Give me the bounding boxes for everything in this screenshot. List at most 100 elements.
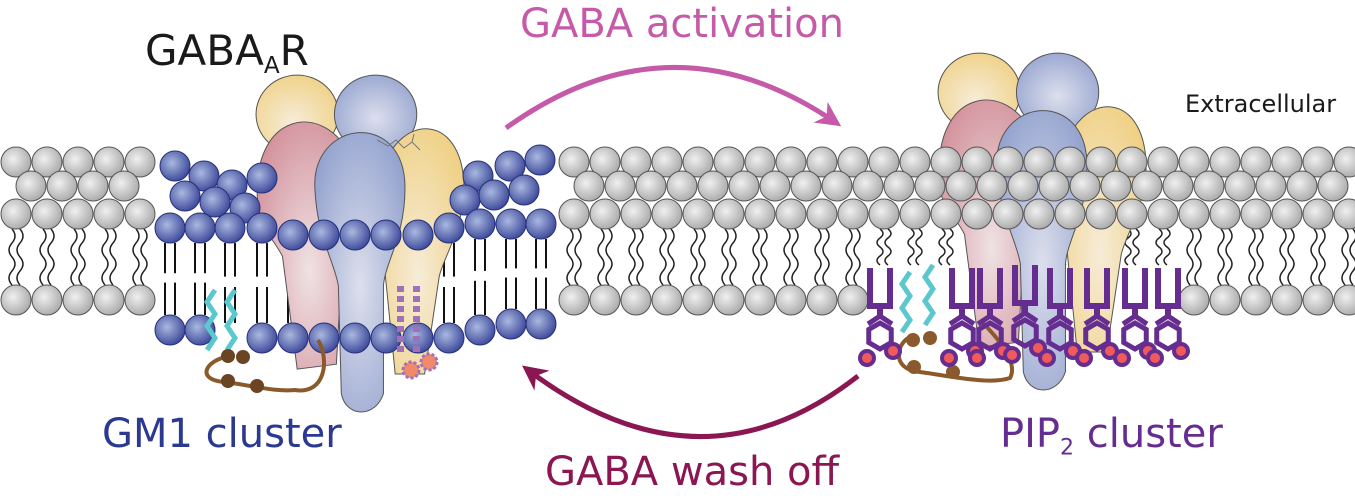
receptor-label-main: GABA	[145, 26, 264, 75]
lipid-headgroup	[1271, 198, 1303, 230]
gm1-headgroup	[246, 162, 278, 194]
lipid-headgroup	[1069, 170, 1101, 202]
palmitoyl-chain	[203, 288, 219, 352]
lipid-tail	[938, 228, 946, 266]
gm1-headgroup	[214, 212, 246, 244]
washoff-arrow	[522, 365, 860, 439]
lipid-headgroup	[713, 284, 745, 316]
lipid-headgroup	[1116, 146, 1148, 178]
gm1-headgroup	[370, 219, 402, 251]
lipid-headgroup	[806, 146, 838, 178]
lipid-headgroup	[124, 146, 156, 178]
lipid-tail	[1349, 228, 1355, 286]
lipid-headgroup	[1224, 170, 1256, 202]
lipid-headgroup	[868, 198, 900, 230]
gm1-headgroup	[339, 322, 371, 354]
receptor-resting	[376, 133, 421, 151]
lipid-headgroup	[31, 146, 63, 178]
phosphate-icon	[1113, 349, 1131, 367]
lipid-headgroup	[620, 146, 652, 178]
lipid-headgroup	[976, 170, 1008, 202]
inositol-ring	[866, 320, 894, 352]
lipid-headgroup	[930, 198, 962, 230]
lipid-tail	[853, 228, 861, 286]
lipid-headgroup	[1038, 170, 1070, 202]
gm1-headgroup	[184, 212, 216, 244]
lipid-tail	[752, 228, 760, 286]
pip2-linker	[1154, 312, 1182, 327]
lipid-headgroup	[93, 284, 125, 316]
gm1-headgroup	[246, 322, 278, 354]
gm1-headgroup	[246, 212, 278, 244]
lipid-headgroup	[821, 170, 853, 202]
lipid-headgroup	[589, 284, 621, 316]
lipid-headgroup	[697, 170, 729, 202]
gm1-headgroup	[433, 212, 465, 244]
gm1-headgroup	[277, 322, 309, 354]
lipid-headgroup	[1271, 284, 1303, 316]
lipid-tail	[78, 228, 86, 286]
purple-marker	[413, 306, 420, 312]
lipid-headgroup	[1085, 146, 1117, 178]
lipid-tail	[605, 228, 613, 286]
lipid-headgroup	[930, 146, 962, 178]
pip2-linker	[1083, 312, 1111, 327]
lipid-headgroup	[1240, 198, 1272, 230]
lipid-headgroup	[1209, 284, 1241, 316]
lipid-tail	[659, 228, 667, 286]
lipid-headgroup	[837, 198, 869, 230]
lipid-headgroup	[1286, 170, 1318, 202]
pip2-molecule	[968, 268, 1012, 367]
pip2-molecule	[1038, 268, 1082, 367]
gm1-headgroup	[494, 150, 526, 182]
lipid-headgroup	[775, 198, 807, 230]
lipid-tail	[760, 228, 768, 286]
extracellular-label: Extracellular	[1185, 90, 1337, 118]
lipid-tail	[70, 228, 78, 286]
inositol-ring	[1083, 320, 1111, 352]
lipid-headgroup	[46, 170, 78, 202]
purple-marker	[397, 286, 404, 292]
lipid-headgroup	[744, 284, 776, 316]
lipid-tail	[721, 228, 729, 286]
purple-marker	[413, 296, 420, 302]
lipid-headgroup	[1255, 170, 1287, 202]
lipid-tail	[1155, 228, 1163, 266]
lipid-headgroup	[744, 146, 776, 178]
pip2-molecule	[858, 268, 902, 367]
pip2-intracellular-components	[858, 263, 1190, 383]
pip2-molecule	[1075, 268, 1119, 367]
gm1-intracellular-components	[203, 286, 439, 393]
pip2-label-subscript: 2	[1060, 435, 1075, 461]
pip2-linker	[1046, 312, 1074, 327]
lipid-headgroup	[1333, 284, 1355, 316]
linker-bead	[906, 333, 920, 347]
pip2-tail	[867, 268, 893, 309]
phosphate-icon	[1003, 346, 1021, 364]
lipid-headgroup	[713, 198, 745, 230]
receptor-label-tail: R	[279, 26, 309, 75]
lipid-headgroup	[713, 146, 745, 178]
lipid-headgroup	[759, 170, 791, 202]
lipid-headgroup	[1302, 146, 1334, 178]
lipid-tail	[566, 228, 574, 286]
gm1-headgroup	[308, 219, 340, 251]
phosphate-icon	[1172, 342, 1190, 360]
lipid-headgroup	[728, 170, 760, 202]
lipid-headgroup	[77, 170, 109, 202]
inositol-ring	[1121, 320, 1149, 352]
pip2-tail	[949, 268, 975, 309]
gm1-headgroup	[464, 314, 496, 346]
lipid-headgroup	[1302, 198, 1334, 230]
lipid-tail	[1194, 228, 1202, 286]
lipid-headgroup	[620, 198, 652, 230]
lipid-headgroup	[573, 170, 605, 202]
pip2-label-main: PIP	[1000, 411, 1061, 457]
lipid-tail	[8, 228, 16, 286]
lipid-headgroup	[1240, 146, 1272, 178]
activation-arrow	[504, 65, 842, 131]
lipid-headgroup	[961, 146, 993, 178]
lipid-tail	[1310, 228, 1318, 286]
lipid-headgroup	[1317, 170, 1349, 202]
gm1-headgroup	[464, 208, 496, 240]
